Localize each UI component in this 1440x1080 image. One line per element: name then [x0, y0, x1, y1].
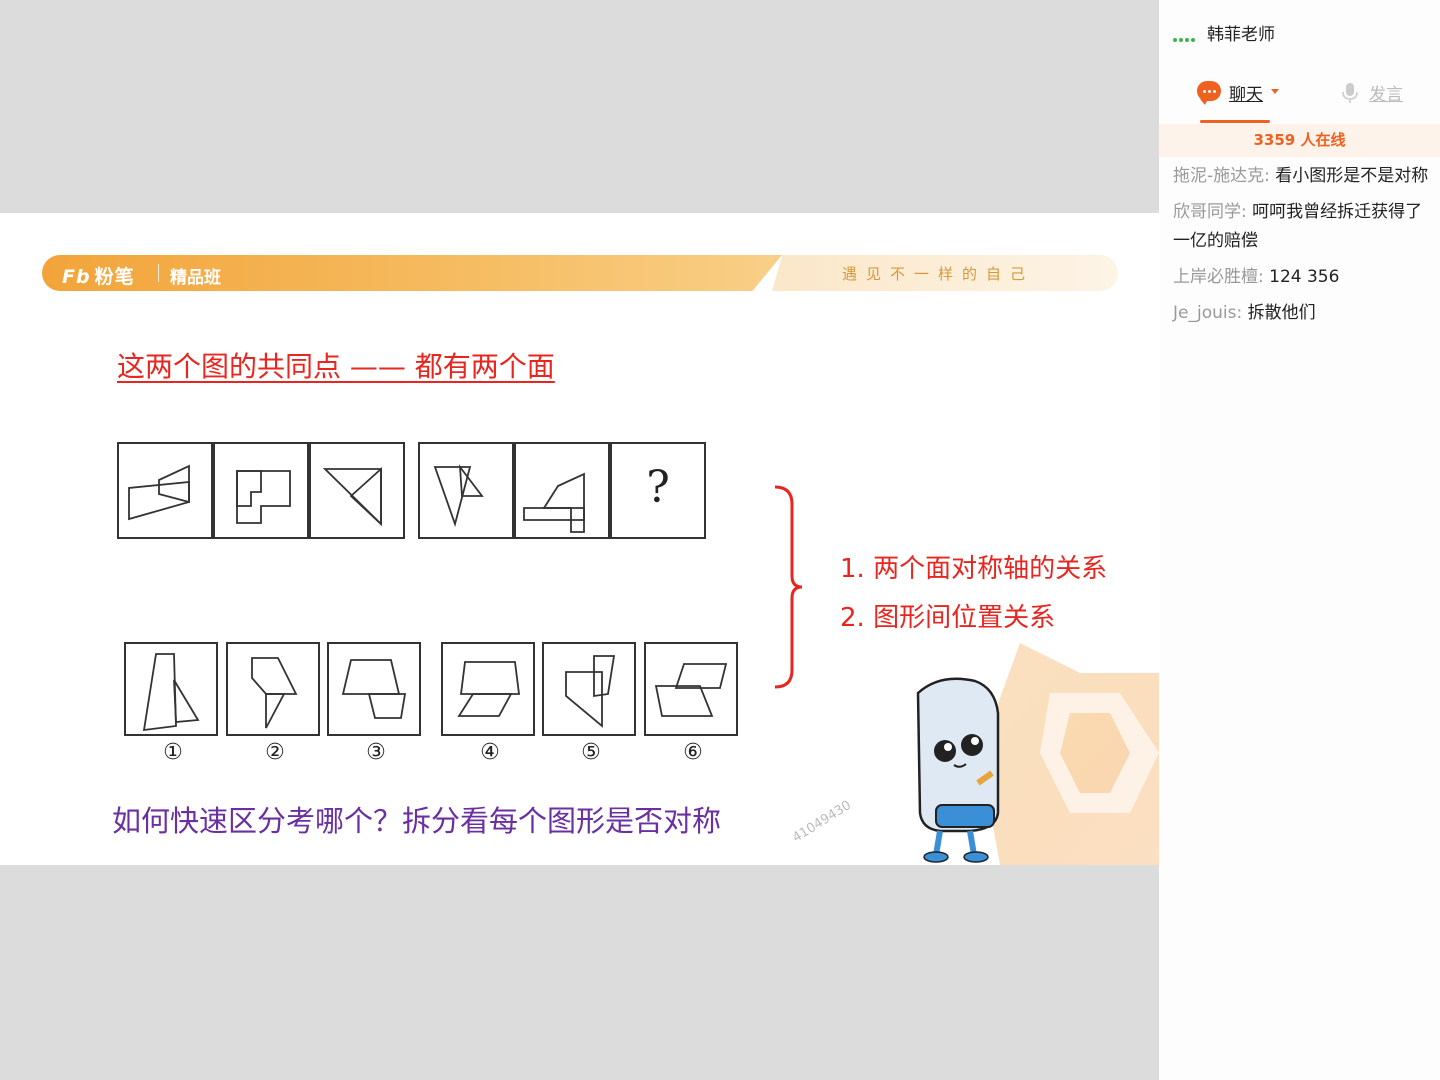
watermark: 41049430	[790, 797, 855, 846]
tab-speak-label: 发言	[1369, 85, 1403, 105]
online-count: 3359 人在线	[1159, 124, 1440, 157]
option-figure[interactable]: ⑤	[542, 642, 636, 765]
chat-panel: 韩菲老师 聊天 发言 3359 人在线 拖泥-施达克: 看小图形是不是对称 欣哥…	[1159, 0, 1440, 1080]
chat-message: 欣哥同学: 呵呵我曾经拆迁获得了一亿的赔偿	[1173, 198, 1431, 256]
bottom-question: 如何快速区分考哪个？拆分看每个图形是否对称	[112, 804, 722, 838]
live-signal-icon	[1173, 27, 1197, 46]
chat-header: 韩菲老师	[1159, 0, 1440, 62]
option-number: ①	[163, 740, 183, 765]
analysis-point: 2. 图形间位置关系	[840, 603, 1056, 633]
chat-message: 上岸必胜檀: 124 356	[1173, 263, 1431, 292]
message-list: 拖泥-施达克: 看小图形是不是对称 欣哥同学: 呵呵我曾经拆迁获得了一亿的赔偿 …	[1173, 162, 1431, 335]
chat-message: 拖泥-施达克: 看小图形是不是对称	[1173, 162, 1431, 191]
mascot-illustration	[916, 643, 1159, 865]
caret-down-icon[interactable]	[1271, 89, 1279, 94]
puzzle-figure	[213, 442, 309, 539]
puzzle-figure-unknown: ?	[610, 442, 706, 539]
mascot-icon	[916, 677, 1000, 863]
curly-bracket	[774, 485, 802, 689]
tab-chat-label: 聊天	[1229, 85, 1263, 105]
option-number: ③	[366, 740, 386, 765]
puzzle-figure	[514, 442, 610, 539]
slogan: 遇见不一样的自己	[842, 265, 1035, 283]
brand-divider	[158, 264, 159, 282]
message-text: 124 356	[1263, 267, 1340, 287]
option-number: ⑥	[683, 740, 703, 765]
message-user: Je_jouis:	[1173, 303, 1243, 323]
option-figure[interactable]: ⑥	[644, 642, 738, 765]
banner-band	[42, 255, 782, 291]
microphone-icon	[1342, 83, 1358, 103]
message-user: 欣哥同学:	[1173, 202, 1247, 222]
message-text: 拆散他们	[1242, 303, 1316, 323]
chat-tabs: 聊天 发言	[1159, 62, 1440, 124]
message-user: 上岸必胜檀:	[1173, 267, 1264, 287]
option-figure[interactable]: ③	[327, 642, 421, 765]
banner-band-light	[772, 255, 1118, 291]
option-number: ④	[480, 740, 500, 765]
message-text: 看小图形是不是对称	[1269, 166, 1429, 186]
chat-message: Je_jouis: 拆散他们	[1173, 299, 1431, 328]
option-number: ②	[265, 740, 285, 765]
chat-bubble-icon	[1197, 81, 1221, 105]
option-figure[interactable]: ④	[441, 642, 535, 765]
message-text: 呵呵我曾经拆迁获得了一亿的赔偿	[1173, 202, 1423, 251]
option-number: ⑤	[581, 740, 601, 765]
slide-title: 这两个图的共同点 —— 都有两个面	[117, 350, 555, 383]
option-figure[interactable]: ②	[226, 642, 320, 765]
teacher-name: 韩菲老师	[1207, 25, 1275, 45]
class-name: 精品班	[170, 268, 221, 288]
message-user: 拖泥-施达克:	[1173, 166, 1270, 186]
option-figure[interactable]: ①	[124, 642, 218, 765]
active-tab-indicator	[1200, 120, 1270, 123]
puzzle-figure	[117, 442, 213, 539]
puzzle-figure	[418, 442, 514, 539]
puzzle-figure	[309, 442, 405, 539]
analysis-point: 1. 两个面对称轴的关系	[840, 554, 1108, 584]
